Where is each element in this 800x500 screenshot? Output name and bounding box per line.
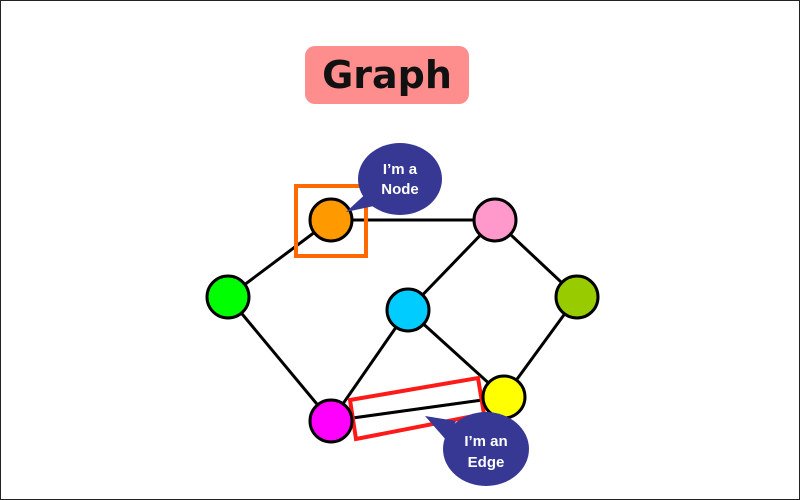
node-callout: I’m a Node (346, 143, 442, 215)
edge-green-magenta (226, 296, 333, 422)
node-callout-line1: I’m a (383, 161, 418, 178)
node-magenta (308, 398, 354, 444)
node-highlight-box (294, 184, 368, 258)
edge-callout-line1: I’m an (464, 433, 507, 450)
edge-cyan-magenta (329, 309, 410, 422)
edge-callout-line2: Edge (468, 454, 505, 471)
node-cyan (385, 287, 431, 333)
title-banner: Graph (305, 46, 469, 104)
node-yellow (481, 374, 527, 420)
node-olive (554, 274, 600, 320)
node-green (205, 274, 251, 320)
edge-magenta-yellow (330, 395, 505, 423)
node-pink (472, 197, 518, 243)
edge-callout: I’m an Edge (425, 412, 529, 486)
node-orange (308, 197, 354, 243)
node-callout-line2: Node (381, 181, 419, 198)
